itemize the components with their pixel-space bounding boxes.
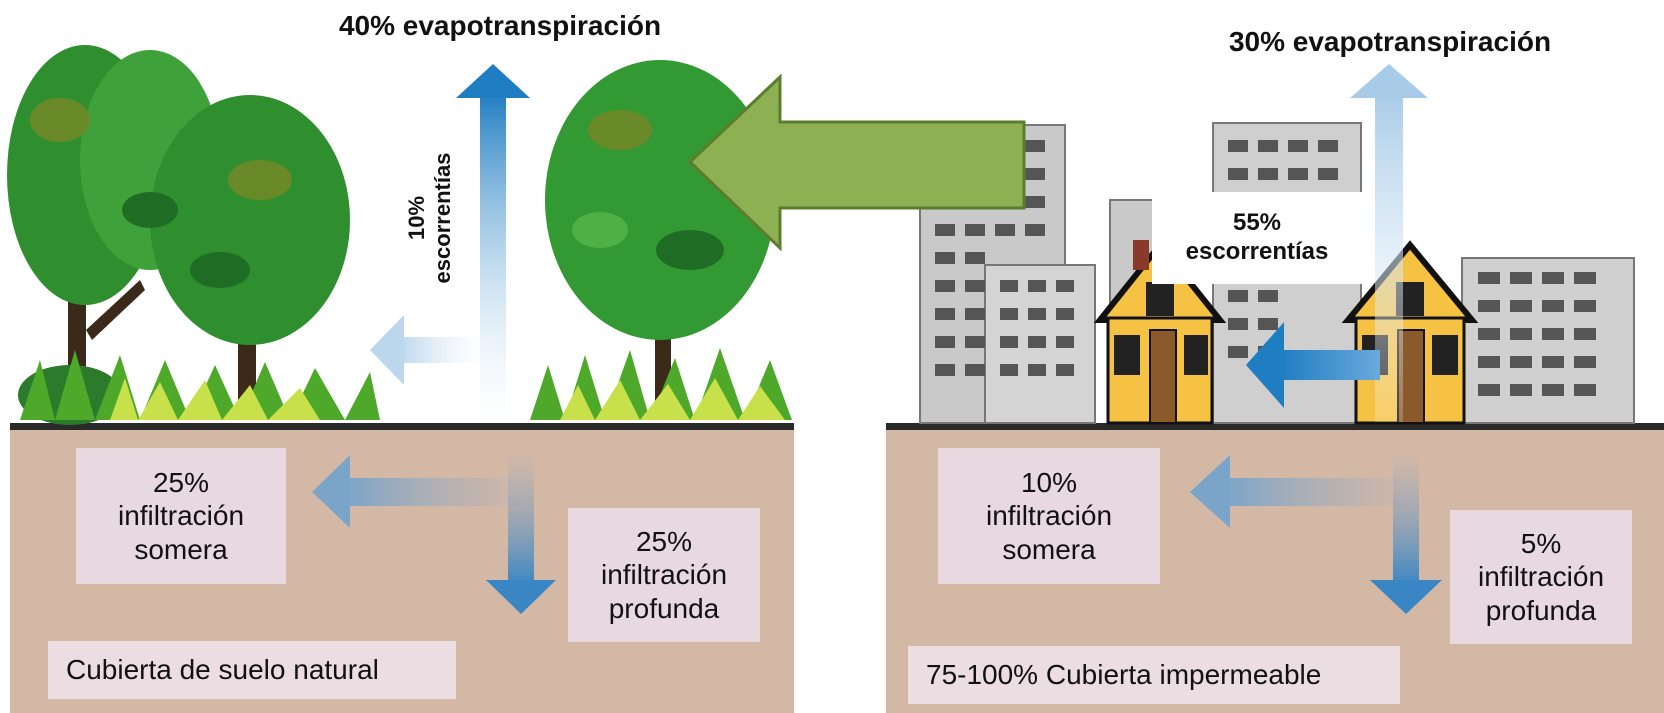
shallow-infiltration-label-urban: 10% infiltración somera — [938, 448, 1160, 584]
infiltration-arrows-urban — [1190, 455, 1442, 614]
transition-arrow — [687, 73, 1026, 252]
runoff-arrow-natural — [370, 315, 495, 385]
evapotranspiration-arrow-natural — [456, 64, 530, 422]
evapotranspiration-label-natural: 40% evapotranspiración — [338, 10, 662, 42]
shallow-infiltration-label-natural: 25% infiltración somera — [76, 448, 286, 584]
deep-infiltration-label-natural: 25% infiltración profunda — [568, 508, 760, 642]
evapotranspiration-label-urban: 30% evapotranspiración — [1228, 26, 1552, 58]
runoff-arrow-urban — [1246, 322, 1380, 408]
runoff-label-natural: 10% escorrentías — [403, 152, 455, 284]
cover-label-natural: Cubierta de suelo natural — [48, 641, 456, 699]
trees-natural — [7, 45, 792, 425]
deep-infiltration-label-urban: 5% infiltración profunda — [1450, 510, 1632, 644]
infiltration-arrows-natural — [312, 455, 556, 614]
cover-label-urban: 75-100% Cubierta impermeable — [908, 646, 1400, 704]
runoff-label-urban: 55% escorrentías — [1152, 192, 1362, 284]
